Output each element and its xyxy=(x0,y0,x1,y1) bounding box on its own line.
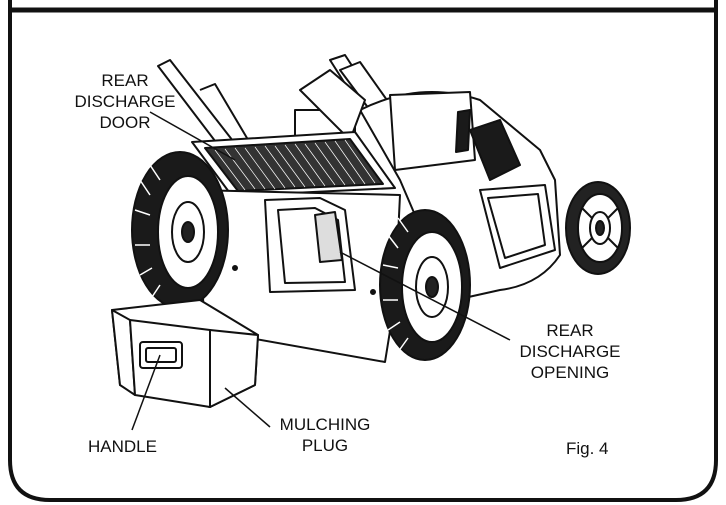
right-rear-wheel xyxy=(379,209,471,361)
leader-opening xyxy=(339,251,511,341)
label-rear-discharge-door: REAR DISCHARGE DOOR xyxy=(40,70,210,133)
left-rear-wheel xyxy=(131,151,229,309)
leader-door xyxy=(149,111,236,161)
label-rear-discharge-opening: REAR DISCHARGE OPENING xyxy=(470,320,670,383)
rear-discharge-opening-shroud xyxy=(194,189,401,363)
label-plug-line-2: PLUG xyxy=(301,436,349,455)
figure-caption: Fig. 4 xyxy=(566,439,609,458)
mulching-plug xyxy=(111,299,259,408)
right-front-wheel xyxy=(565,181,631,275)
leader-handle xyxy=(131,354,161,431)
label-door-line-3: DOOR xyxy=(99,113,151,132)
label-opening-line-2: DISCHARGE xyxy=(519,342,621,361)
mower-deck xyxy=(294,69,561,301)
label-plug-line-1: MULCHING xyxy=(279,415,371,434)
label-door-line-2: DISCHARGE xyxy=(74,92,176,111)
lawn-mower-illustration xyxy=(111,54,631,408)
label-handle: HANDLE xyxy=(88,437,157,456)
rear-discharge-door xyxy=(191,131,396,197)
label-mulching-plug: MULCHING PLUG xyxy=(255,414,395,456)
label-opening-line-3: OPENING xyxy=(530,363,610,382)
leader-lines xyxy=(131,111,511,431)
leader-plug xyxy=(224,387,271,428)
label-door-line-1: REAR xyxy=(101,71,149,90)
label-opening-line-1: REAR xyxy=(546,321,594,340)
figure-frame xyxy=(8,0,718,502)
